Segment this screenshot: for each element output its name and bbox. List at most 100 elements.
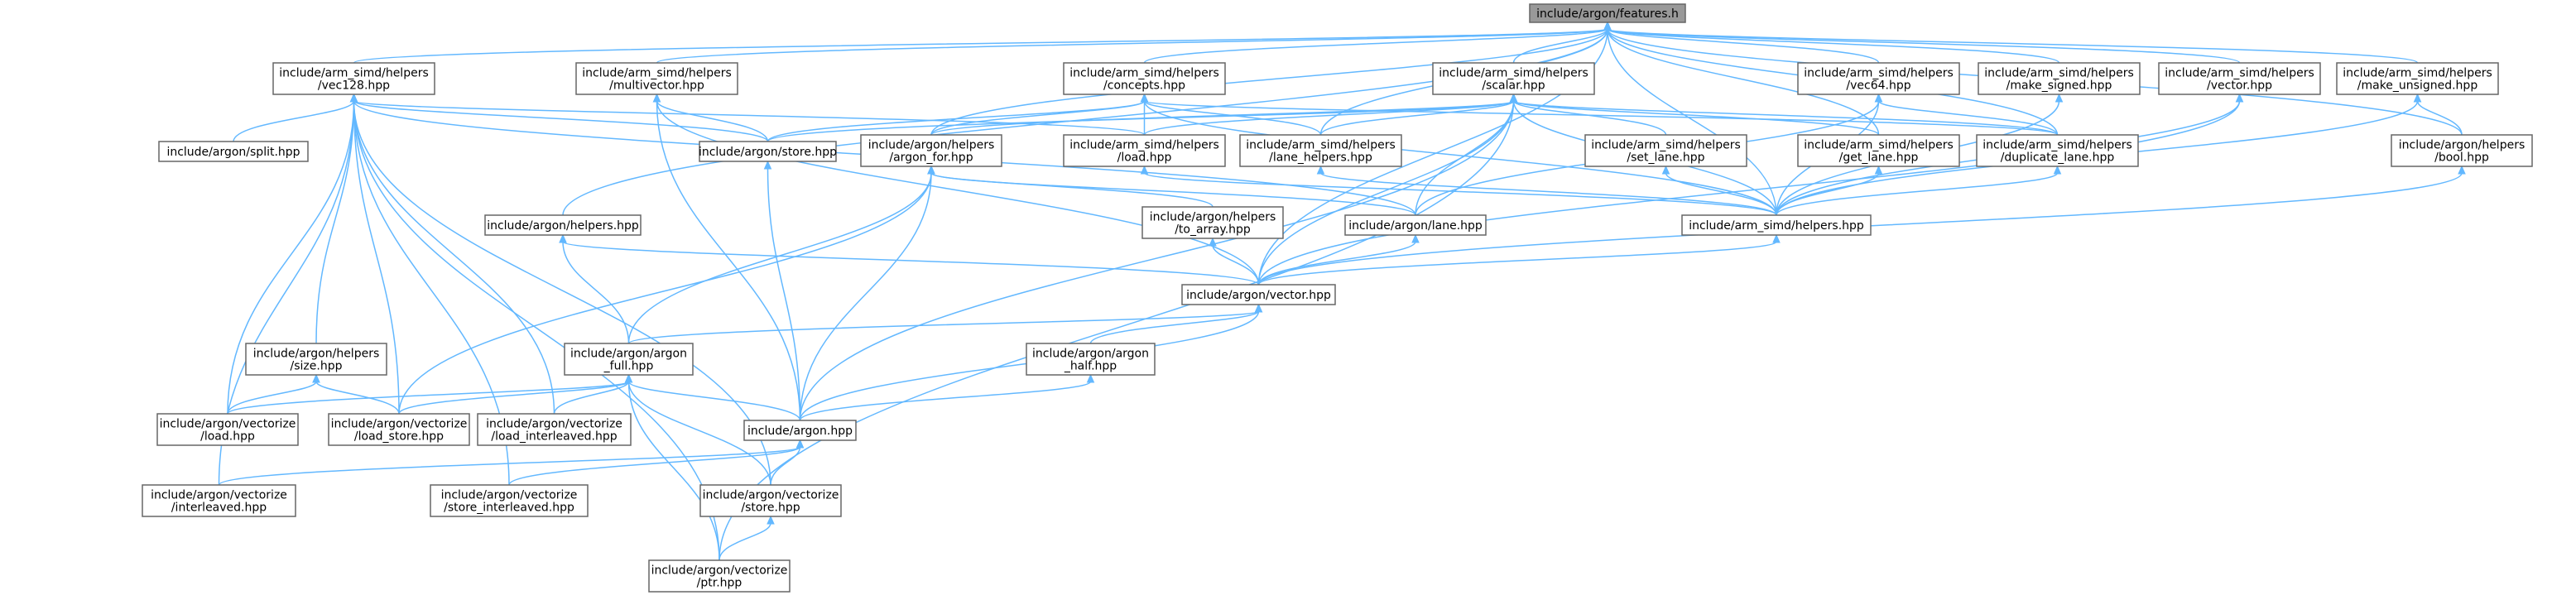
dependency-edge-argon_hpp-to-argon_half bbox=[799, 381, 1092, 421]
node-make-signed[interactable]: include/arm_simd/helpers/make_signed.hpp bbox=[1978, 62, 2141, 95]
dependency-edge-arm_helpers-to-concepts bbox=[1143, 100, 1777, 216]
node-label: include/argon/vectorize bbox=[703, 489, 839, 502]
node-helpers-hpp[interactable]: include/argon/helpers.hpp bbox=[484, 214, 642, 236]
dependency-edge-arm_helpers-to-set_lane bbox=[1665, 172, 1777, 216]
node-label: /ptr.hpp bbox=[697, 577, 743, 590]
node-vz-load-interleaved[interactable]: include/argon/vectorize/load_interleaved… bbox=[477, 413, 632, 446]
node-to-array[interactable]: include/argon/helpers/to_array.hpp bbox=[1141, 206, 1284, 239]
arrowhead-vz_store-to-argon_hpp bbox=[795, 439, 805, 449]
node-store[interactable]: include/argon/store.hpp bbox=[699, 141, 837, 162]
node-label: include/argon/vector.hpp bbox=[1186, 289, 1331, 302]
dependency-edge-vz_ptr-to-scalar bbox=[718, 100, 1515, 561]
node-box bbox=[699, 141, 837, 162]
node-box bbox=[245, 343, 387, 376]
node-box bbox=[1432, 62, 1595, 95]
node-box bbox=[575, 62, 738, 95]
node-duplicate-lane[interactable]: include/arm_simd/helpers/duplicate_lane.… bbox=[1976, 134, 2139, 167]
node-size[interactable]: include/argon/helpers/size.hpp bbox=[245, 343, 387, 376]
node-box bbox=[648, 559, 791, 593]
dependency-edge-vz_store_interleaved-to-argon_hpp bbox=[508, 446, 801, 486]
node-label: include/argon/lane.hpp bbox=[1348, 219, 1483, 233]
arrowhead-arm_helpers-to-load_h bbox=[1140, 165, 1149, 175]
node-box bbox=[484, 214, 642, 236]
node-split[interactable]: include/argon/split.hpp bbox=[158, 141, 309, 162]
node-vector-h[interactable]: include/arm_simd/helpers/vector.hpp bbox=[2158, 62, 2321, 95]
node-label: /get_lane.hpp bbox=[1839, 151, 1919, 165]
node-vector-hpp[interactable]: include/argon/vector.hpp bbox=[1181, 284, 1336, 305]
dependency-edge-vector_hpp-to-vector_h bbox=[1257, 100, 2241, 286]
dependency-edge-vector_hpp-to-multivector bbox=[656, 100, 1260, 286]
node-label: /multivector.hpp bbox=[609, 79, 704, 93]
node-box bbox=[1344, 214, 1487, 236]
dependency-edge-vec128-to-features bbox=[353, 28, 1608, 64]
dependency-edge-store-to-scalar bbox=[767, 100, 1515, 142]
node-scalar[interactable]: include/arm_simd/helpers/scalar.hpp bbox=[1432, 62, 1595, 95]
node-load-h[interactable]: include/arm_simd/helpers/load.hpp bbox=[1063, 134, 1226, 167]
node-vz-load[interactable]: include/argon/vectorize/load.hpp bbox=[156, 413, 299, 446]
dependency-edge-split-to-vec128 bbox=[233, 100, 355, 142]
node-box bbox=[1026, 343, 1156, 376]
node-box bbox=[1978, 62, 2141, 95]
dependency-edge-argon_for-to-features bbox=[930, 28, 1608, 136]
node-label: include/arm_simd/helpers bbox=[1246, 139, 1396, 152]
node-vz-store-interleaved[interactable]: include/argon/vectorize/store_interleave… bbox=[430, 484, 589, 517]
dependency-edge-vector_hpp-to-scalar bbox=[1257, 100, 1515, 286]
dependency-edge-vz_load_store-to-size bbox=[315, 381, 400, 415]
node-bool-h[interactable]: include/argon/helpers/bool.hpp bbox=[2391, 134, 2533, 167]
dependency-edge-vz_store-to-argon_hpp bbox=[770, 446, 801, 486]
arrowhead-store-to-scalar bbox=[1509, 93, 1518, 103]
node-label: /duplicate_lane.hpp bbox=[2001, 151, 2115, 165]
dependency-edge-arm_helpers-to-lane_helpers bbox=[1319, 172, 1777, 216]
node-lane-helpers[interactable]: include/arm_simd/helpers/lane_helpers.hp… bbox=[1239, 134, 1402, 167]
node-box bbox=[272, 62, 435, 95]
node-label: include/argon/vectorize bbox=[486, 418, 622, 431]
node-argon-hpp[interactable]: include/argon.hpp bbox=[743, 420, 857, 441]
node-argon-for[interactable]: include/argon/helpers/argon_for.hpp bbox=[860, 134, 1002, 167]
node-label: include/argon/vectorize bbox=[651, 564, 788, 578]
arrowhead-arm_helpers-to-get_lane bbox=[1874, 165, 1883, 175]
dependency-edge-arm_helpers-to-duplicate_lane bbox=[1776, 172, 2059, 216]
node-vz-load-store[interactable]: include/argon/vectorize/load_store.hpp bbox=[328, 413, 470, 446]
node-vz-ptr[interactable]: include/argon/vectorize/ptr.hpp bbox=[648, 559, 791, 593]
node-label: /store.hpp bbox=[741, 502, 800, 515]
node-label: include/arm_simd/helpers bbox=[1591, 139, 1741, 152]
node-vec128[interactable]: include/arm_simd/helpers/vec128.hpp bbox=[272, 62, 435, 95]
node-multivector[interactable]: include/arm_simd/helpers/multivector.hpp bbox=[575, 62, 738, 95]
dependency-edge-vz_store-to-argon_full bbox=[627, 381, 771, 486]
node-argon-half[interactable]: include/argon/argon_half.hpp bbox=[1026, 343, 1156, 376]
node-make-unsigned[interactable]: include/arm_simd/helpers/make_unsigned.h… bbox=[2336, 62, 2499, 95]
dependency-edge-vz_load_store-to-argon_full bbox=[398, 381, 630, 415]
node-lane[interactable]: include/argon/lane.hpp bbox=[1344, 214, 1487, 236]
dependency-edge-argon_hpp-to-multivector bbox=[656, 100, 801, 421]
node-features[interactable]: include/argon/features.h bbox=[1529, 3, 1686, 23]
node-concepts[interactable]: include/arm_simd/helpers/concepts.hpp bbox=[1063, 62, 1226, 95]
node-set-lane[interactable]: include/arm_simd/helpers/set_lane.hpp bbox=[1584, 134, 1747, 167]
node-vz-store[interactable]: include/argon/vectorize/store.hpp bbox=[699, 484, 842, 517]
node-label: include/argon/vectorize bbox=[151, 489, 287, 502]
dependency-edge-helpers_hpp-to-features bbox=[562, 28, 1608, 216]
dependency-edge-duplicate_lane-to-concepts bbox=[1143, 100, 2059, 136]
dependency-edge-vector_hpp-to-arm_helpers bbox=[1257, 241, 1777, 286]
dependency-edge-bool_h-to-make_unsigned bbox=[2416, 100, 2463, 136]
node-box bbox=[158, 141, 309, 162]
dependency-edge-vz_ptr-to-vec128 bbox=[353, 100, 720, 561]
arrowhead-arm_helpers-to-concepts bbox=[1140, 93, 1149, 103]
dependency-edge-vz_load-to-argon_full bbox=[227, 381, 630, 415]
node-get-lane[interactable]: include/arm_simd/helpers/get_lane.hpp bbox=[1797, 134, 1960, 167]
node-label: /interleaved.hpp bbox=[171, 502, 267, 515]
node-label: include/arm_simd/helpers bbox=[1439, 67, 1588, 80]
node-argon-full[interactable]: include/argon/argon_full.hpp bbox=[564, 343, 694, 376]
node-vz-interleaved[interactable]: include/argon/vectorize/interleaved.hpp bbox=[142, 484, 296, 517]
arrowhead-arm_helpers-to-lane_helpers bbox=[1316, 165, 1325, 175]
node-label: /vec64.hpp bbox=[1846, 79, 1910, 93]
node-arm-helpers[interactable]: include/arm_simd/helpers.hpp bbox=[1681, 214, 1872, 236]
node-label: /concepts.hpp bbox=[1103, 79, 1185, 93]
node-box bbox=[477, 413, 632, 446]
dependency-edge-argon_for-to-concepts bbox=[930, 100, 1146, 136]
dependency-edge-vz_load_interleaved-to-argon_full bbox=[553, 381, 630, 415]
dependency-edge-arm_helpers-to-get_lane bbox=[1776, 172, 1880, 216]
node-vec64[interactable]: include/arm_simd/helpers/vec64.hpp bbox=[1797, 62, 1960, 95]
node-label: /load_store.hpp bbox=[354, 430, 444, 444]
dependency-edge-load_h-to-scalar bbox=[1143, 100, 1515, 136]
arrowhead-vector_hpp-to-features bbox=[1603, 21, 1612, 31]
